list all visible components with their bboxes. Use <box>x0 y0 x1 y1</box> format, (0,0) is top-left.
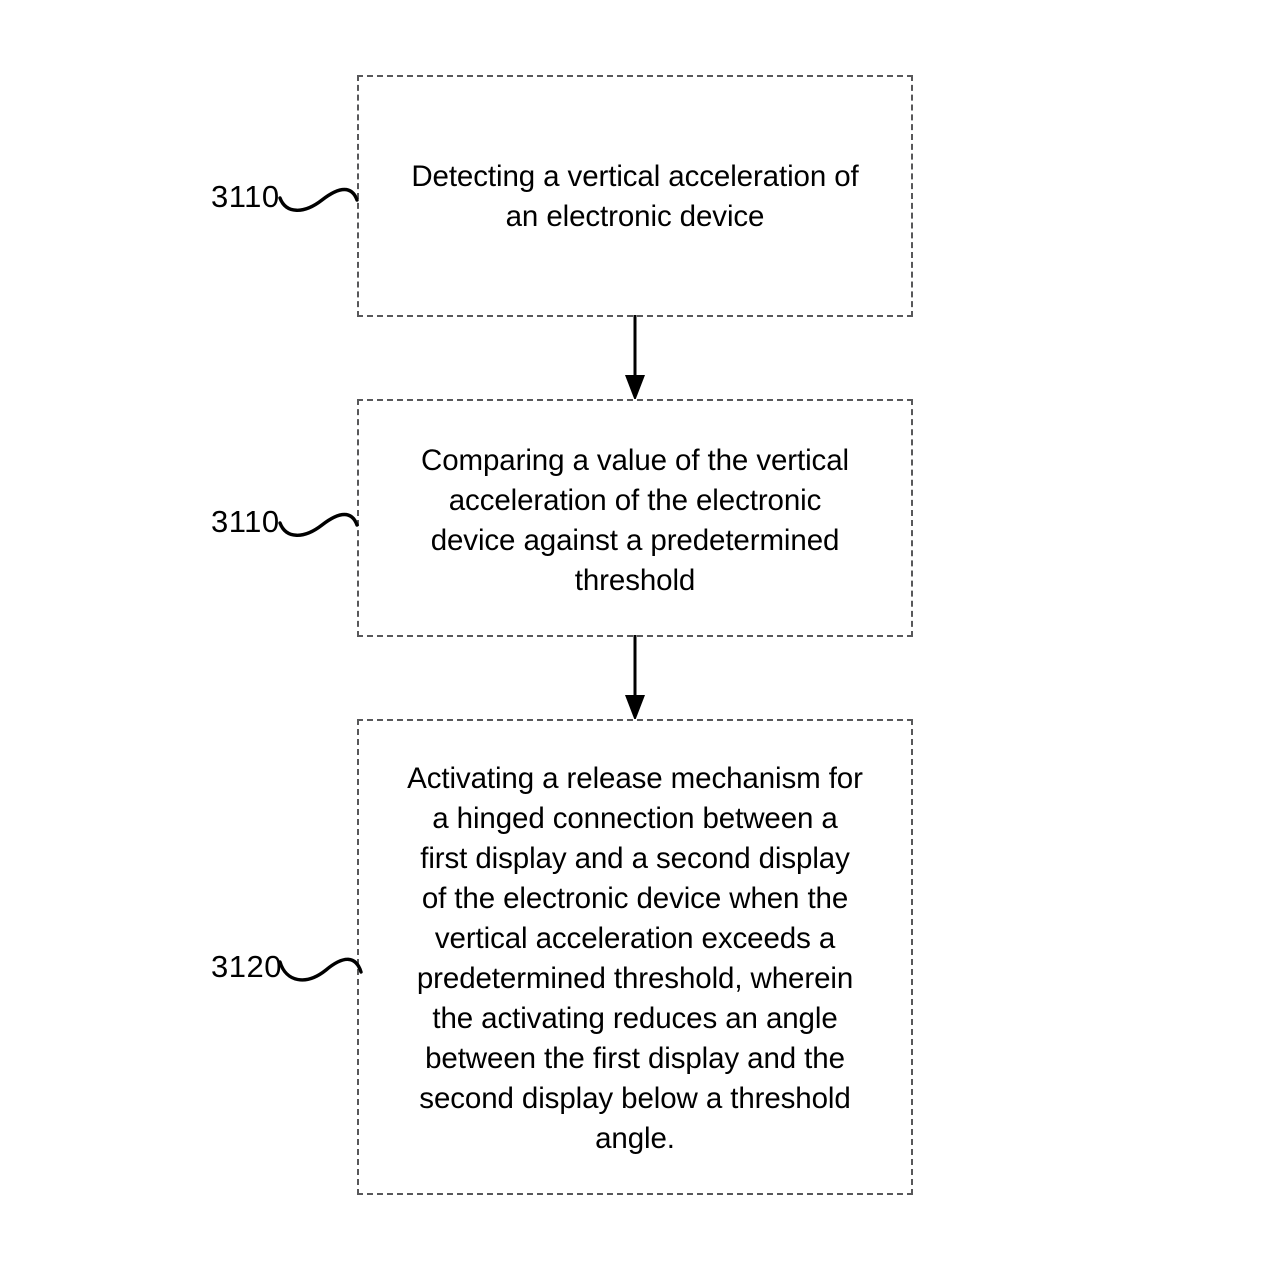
flowchart-step-box-3: Activating a release mechanism for a hin… <box>357 719 913 1195</box>
leader-line-3 <box>278 957 363 982</box>
flow-arrow-step2-to-step3 <box>625 635 645 721</box>
leader-line-2 <box>278 512 359 537</box>
step-2-text: Comparing a value of the vertical accele… <box>421 444 849 597</box>
flowchart-step-box-1: Detecting a vertical acceleration of an … <box>357 75 913 317</box>
reference-numeral-3120: 3120 <box>211 949 282 984</box>
step-1-text: Detecting a vertical acceleration of an … <box>411 160 859 233</box>
leader-line-1 <box>278 187 359 212</box>
reference-numeral-3110-second: 3110 <box>211 504 280 539</box>
step-3-text: Activating a release mechanism for a hin… <box>407 762 863 1155</box>
flowchart-step-box-2: Comparing a value of the vertical accele… <box>357 399 913 637</box>
reference-numeral-3110-first: 3110 <box>211 179 280 214</box>
flow-arrow-step1-to-step2 <box>625 315 645 401</box>
